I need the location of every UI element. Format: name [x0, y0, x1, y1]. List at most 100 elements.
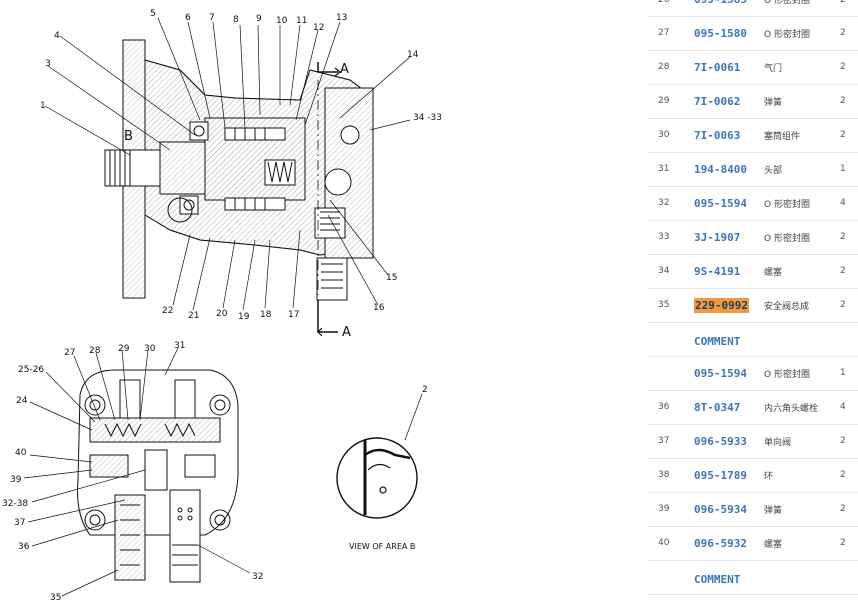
part-number-link[interactable]: 3J-1907: [694, 230, 741, 244]
part-number-cell: 096-5932: [694, 526, 764, 561]
part-quantity: 2: [840, 220, 858, 255]
part-number-link[interactable]: 7I-0062: [694, 94, 741, 108]
part-number-link[interactable]: 096-5932: [694, 536, 747, 550]
callout-17: 17: [288, 310, 299, 320]
part-number-link-highlighted[interactable]: 229-0992: [694, 297, 749, 313]
comment-row: COMMENT: [648, 560, 858, 595]
comment-link[interactable]: COMMENT: [694, 572, 741, 586]
part-description: O 形密封圈: [764, 186, 840, 221]
part-description: 弹簧: [764, 492, 840, 527]
part-quantity: 2: [840, 424, 858, 459]
callout-16: 16: [373, 303, 385, 313]
part-number-cell: 095-1789: [694, 458, 764, 493]
ref-number: 39: [648, 492, 694, 527]
comment-ref-cell: [648, 560, 694, 595]
section-marker-top: A: [340, 62, 349, 77]
part-number-link[interactable]: 096-5934: [694, 502, 747, 516]
part-number-link[interactable]: 9S-4191: [694, 264, 741, 278]
ref-number: 29: [648, 84, 694, 119]
part-number-link[interactable]: 096-5933: [694, 434, 747, 448]
ref-number: 28: [648, 50, 694, 85]
part-number-cell: 096-5933: [694, 424, 764, 459]
ref-number: 37: [648, 424, 694, 459]
part-quantity: 2: [840, 254, 858, 289]
part-quantity: 2: [840, 118, 858, 153]
callout-22: 22: [162, 306, 173, 316]
ref-number: 36: [648, 390, 694, 425]
callout-7: 7: [209, 13, 215, 23]
ref-number: 30: [648, 118, 694, 153]
ref-number: 38: [648, 458, 694, 493]
callout-21: 21: [188, 311, 199, 321]
part-number-link[interactable]: 8T-0347: [694, 400, 741, 414]
ref-number: 27: [648, 16, 694, 51]
callout-8: 8: [233, 15, 239, 25]
callout-13: 13: [336, 13, 347, 23]
part-number-cell: 3J-1907: [694, 220, 764, 255]
part-number-cell: 7I-0062: [694, 84, 764, 119]
comment-cell: COMMENT: [694, 322, 858, 357]
part-number-link[interactable]: 095-1789: [694, 468, 747, 482]
part-number-link[interactable]: 7I-0063: [694, 128, 741, 142]
comment-link[interactable]: COMMENT: [694, 334, 741, 348]
part-number-link[interactable]: 095-1580: [694, 26, 747, 40]
part-number-cell: 7I-0061: [694, 50, 764, 85]
detail-view-b-drawing: [336, 393, 423, 519]
part-number-link[interactable]: 095-1594: [694, 366, 747, 380]
upper-leader-lines: [44, 17, 411, 311]
comment-cell: COMMENT: [694, 560, 858, 595]
part-quantity: 4: [840, 186, 858, 221]
callout-12: 12: [313, 23, 324, 33]
part-quantity: 2: [840, 0, 858, 17]
part-number-cell: 095-1580: [694, 16, 764, 51]
part-quantity: 2: [840, 16, 858, 51]
part-number-cell: 095-1594: [694, 356, 764, 391]
part-description: O 形密封圈: [764, 220, 840, 255]
callout-2: 2: [422, 385, 428, 395]
callout-30: 30: [144, 344, 156, 354]
ref-number: 35: [648, 288, 694, 323]
callout-27: 27: [64, 348, 75, 358]
part-quantity: 2: [840, 458, 858, 493]
part-quantity: 2: [840, 492, 858, 527]
callout-14: 14: [407, 50, 419, 60]
part-number-link[interactable]: 7I-0061: [694, 60, 741, 74]
part-number-cell: 9S-4191: [694, 254, 764, 289]
ref-number: 40: [648, 526, 694, 561]
lower-leader-lines: [23, 347, 251, 597]
part-description: 安全阀总成: [764, 288, 840, 323]
ref-number: 26: [648, 0, 694, 17]
part-quantity: 1: [840, 356, 858, 391]
part-description: 弹簧: [764, 84, 840, 119]
callout-6: 6: [185, 13, 191, 23]
ref-number: 33: [648, 220, 694, 255]
diagram-drawing: 5 6 7 8 9 10 11 12 13 4 3 1 14 34 -33 22…: [2, 9, 442, 600]
detail-view-caption: VIEW OF AREA B: [349, 542, 415, 551]
part-number-link[interactable]: 095-1594: [694, 196, 747, 210]
part-description: O 形密封圈: [764, 16, 840, 51]
part-description: 单向阀: [764, 424, 840, 459]
part-description: 塞筒组件: [764, 118, 840, 153]
callout-4: 4: [54, 31, 60, 41]
part-description: O 形密封圈: [764, 356, 840, 391]
part-number-link[interactable]: 095-1585: [694, 0, 747, 6]
callout-9: 9: [256, 14, 262, 24]
callout-34-33: 34 -33: [413, 113, 442, 123]
callout-32: 32: [252, 572, 263, 582]
part-quantity: 1: [840, 152, 858, 187]
part-description: 环: [764, 458, 840, 493]
part-number-link[interactable]: 194-8400: [694, 162, 747, 176]
part-description: O 形密封圈: [764, 0, 840, 17]
part-number-cell: 8T-0347: [694, 390, 764, 425]
